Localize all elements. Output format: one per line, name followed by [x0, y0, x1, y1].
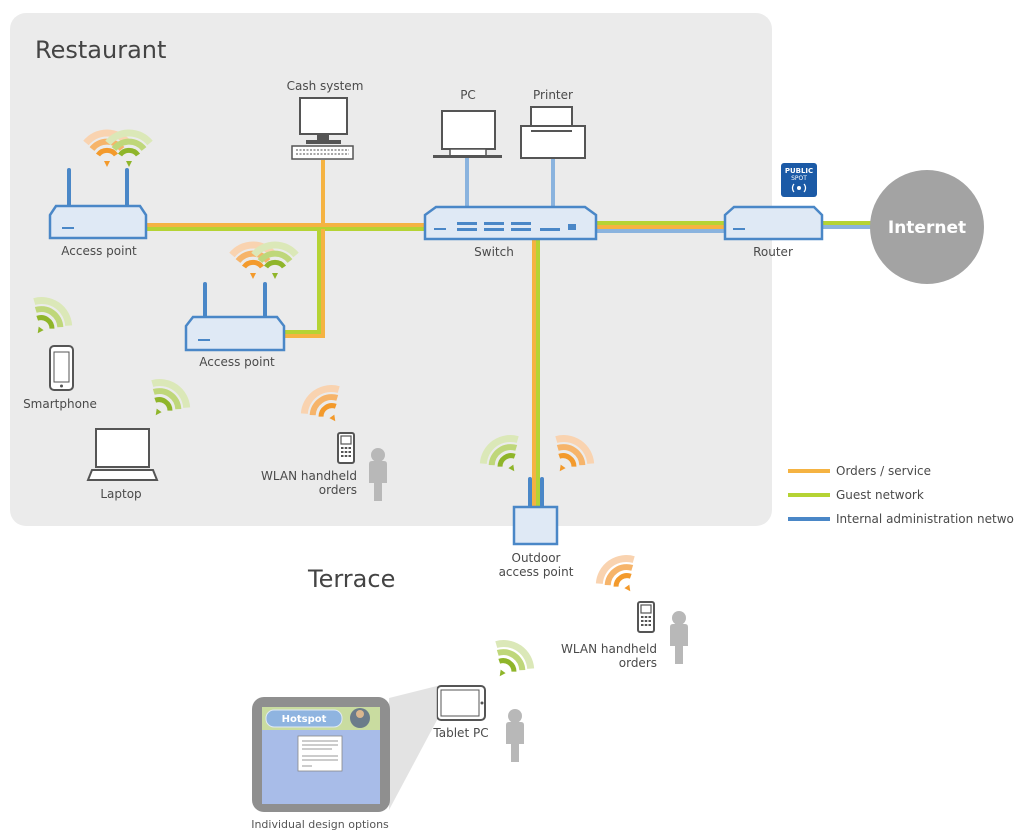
- legend-label-orders: Orders / service: [836, 464, 931, 478]
- network-links: [147, 158, 875, 510]
- tablet-icon: [436, 685, 486, 721]
- pc-icon: [433, 110, 502, 158]
- handheld-inside-icon: [337, 432, 355, 464]
- public-spot-line1: PUBLIC: [785, 167, 813, 175]
- tablet-wifi-icon: [483, 636, 537, 688]
- public-spot-badge-icon: PUBLIC SPOT: [781, 163, 817, 197]
- pc-label: PC: [460, 88, 476, 102]
- cash-system-label: Cash system: [287, 79, 364, 93]
- person-tablet-icon: [506, 709, 524, 762]
- switch-icon: [423, 205, 598, 241]
- access-point-2-icon: [184, 282, 286, 352]
- access-point-1-label: Access point: [61, 244, 137, 258]
- switch-label: Switch: [474, 245, 514, 259]
- person-terrace-icon: [670, 611, 688, 664]
- router-label: Router: [753, 245, 793, 259]
- handheld-terrace-icon: [637, 601, 655, 633]
- handheld-terrace-label-line1: WLAN handheld: [561, 642, 657, 656]
- terrace-title: Terrace: [307, 565, 395, 593]
- laptop-label: Laptop: [100, 487, 141, 501]
- outdoor-ap-label-line2: access point: [499, 565, 574, 579]
- legend-label-admin: Internal administration network: [836, 512, 1014, 526]
- access-point-1-icon: [48, 168, 148, 240]
- handheld-terrace-label-line2: orders: [619, 656, 657, 670]
- router-icon: [723, 205, 824, 241]
- design-options-caption: Individual design options: [251, 818, 389, 831]
- smartphone-icon: [49, 345, 74, 391]
- access-point-2-label: Access point: [199, 355, 275, 369]
- internet-cloud: [870, 170, 984, 284]
- tablet-label: Tablet PC: [432, 726, 488, 740]
- legend-label-guest: Guest network: [836, 488, 924, 502]
- hotspot-banner-text: Hotspot: [282, 714, 327, 725]
- hotspot-design-preview: Hotspot: [252, 697, 390, 812]
- public-spot-line2: SPOT: [791, 175, 807, 182]
- handheld-terrace-wifi-icon: [594, 551, 648, 603]
- legend: Orders / service Guest network Internal …: [788, 464, 1014, 526]
- printer-label: Printer: [533, 88, 573, 102]
- restaurant-title: Restaurant: [35, 36, 166, 64]
- handheld-inside-label-line1: WLAN handheld: [261, 469, 357, 483]
- outdoor-access-point-icon: [512, 477, 559, 546]
- handheld-inside-label-line2: orders: [319, 483, 357, 497]
- laptop-icon: [86, 428, 159, 481]
- smartphone-label: Smartphone: [23, 397, 97, 411]
- printer-icon: [520, 106, 586, 159]
- outdoor-ap-label-line1: Outdoor: [512, 551, 561, 565]
- zoom-cone: [389, 686, 437, 810]
- internet-label: Internet: [888, 218, 966, 238]
- cash-system-icon: [291, 97, 354, 160]
